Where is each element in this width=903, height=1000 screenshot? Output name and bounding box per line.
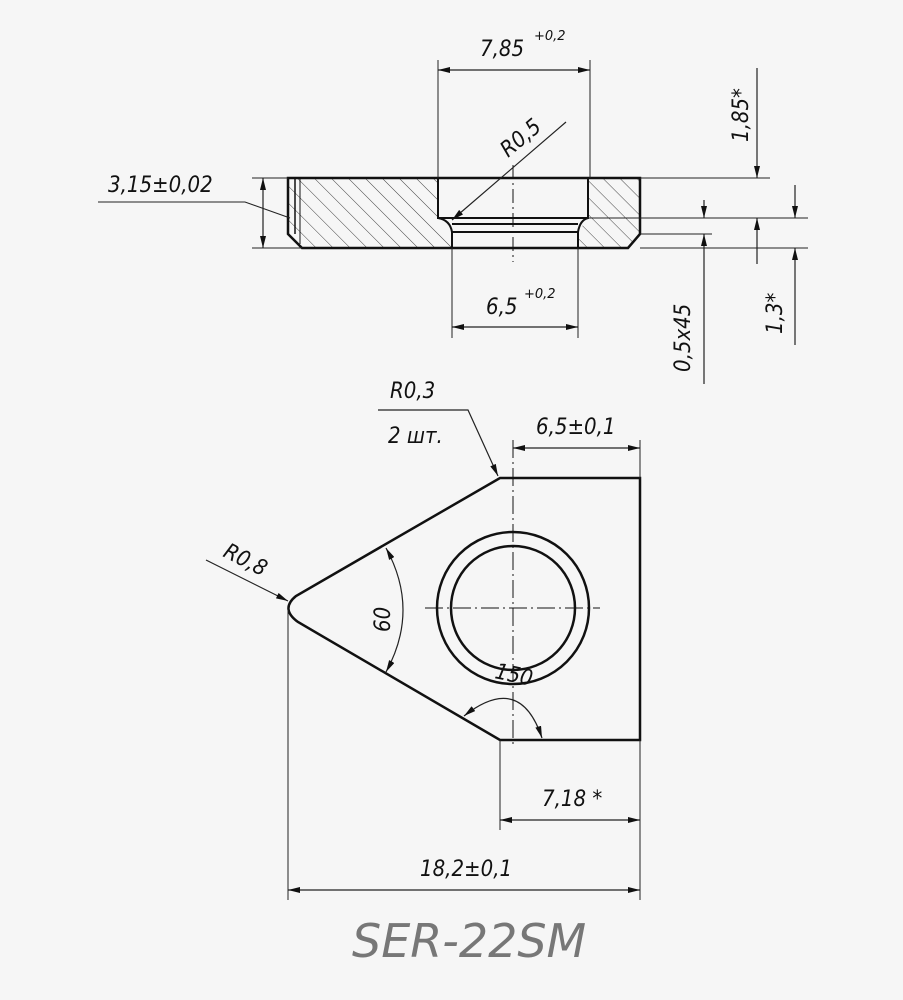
- angle-arc-60: [385, 547, 404, 673]
- leader-r03: [378, 409, 499, 477]
- bottom-angle-label: 150: [493, 659, 535, 691]
- tip-radius-label: R0,8: [219, 539, 271, 582]
- chamfer-label: 0,5x45: [671, 304, 696, 372]
- bottom-flat-label: 7,18 *: [542, 787, 602, 812]
- corner-radius-label: R0,3: [390, 379, 435, 404]
- inner-radius-label: R0,5: [496, 114, 547, 162]
- section-hatch-right: [578, 178, 640, 248]
- thickness-label: 3,15±0,02: [108, 173, 213, 198]
- depth-upper-label: 1,85*: [729, 88, 754, 142]
- bottom-width-label: 6,5: [486, 295, 517, 320]
- angle-arc-150: [463, 697, 543, 739]
- section-hatch-left: [288, 178, 452, 248]
- top-width-tolerance: +0,2: [534, 29, 566, 44]
- section-view: 7,85 +0,2 R0,5 3,15±0,02 6,5 +0,2 0,5x45…: [98, 29, 808, 384]
- depth-lower-label: 1,3*: [763, 293, 788, 334]
- leader-thickness: [98, 201, 291, 219]
- overall-length-label: 18,2±0,1: [420, 857, 512, 882]
- bottom-width-tolerance: +0,2: [524, 287, 556, 302]
- leader-r05: [451, 121, 567, 221]
- square-width-label: 6,5±0,1: [536, 415, 616, 440]
- top-width-label: 7,85: [480, 37, 524, 62]
- tip-angle-label: 60: [371, 607, 396, 632]
- corner-count-label: 2 шт.: [388, 424, 443, 449]
- plan-outline: [287, 476, 642, 742]
- leader-r08: [205, 559, 289, 602]
- plan-view: R0,3 2 шт. 6,5±0,1 R0,8 60 150 7,18 * 18…: [205, 379, 642, 900]
- part-name: SER-22SM: [352, 914, 586, 968]
